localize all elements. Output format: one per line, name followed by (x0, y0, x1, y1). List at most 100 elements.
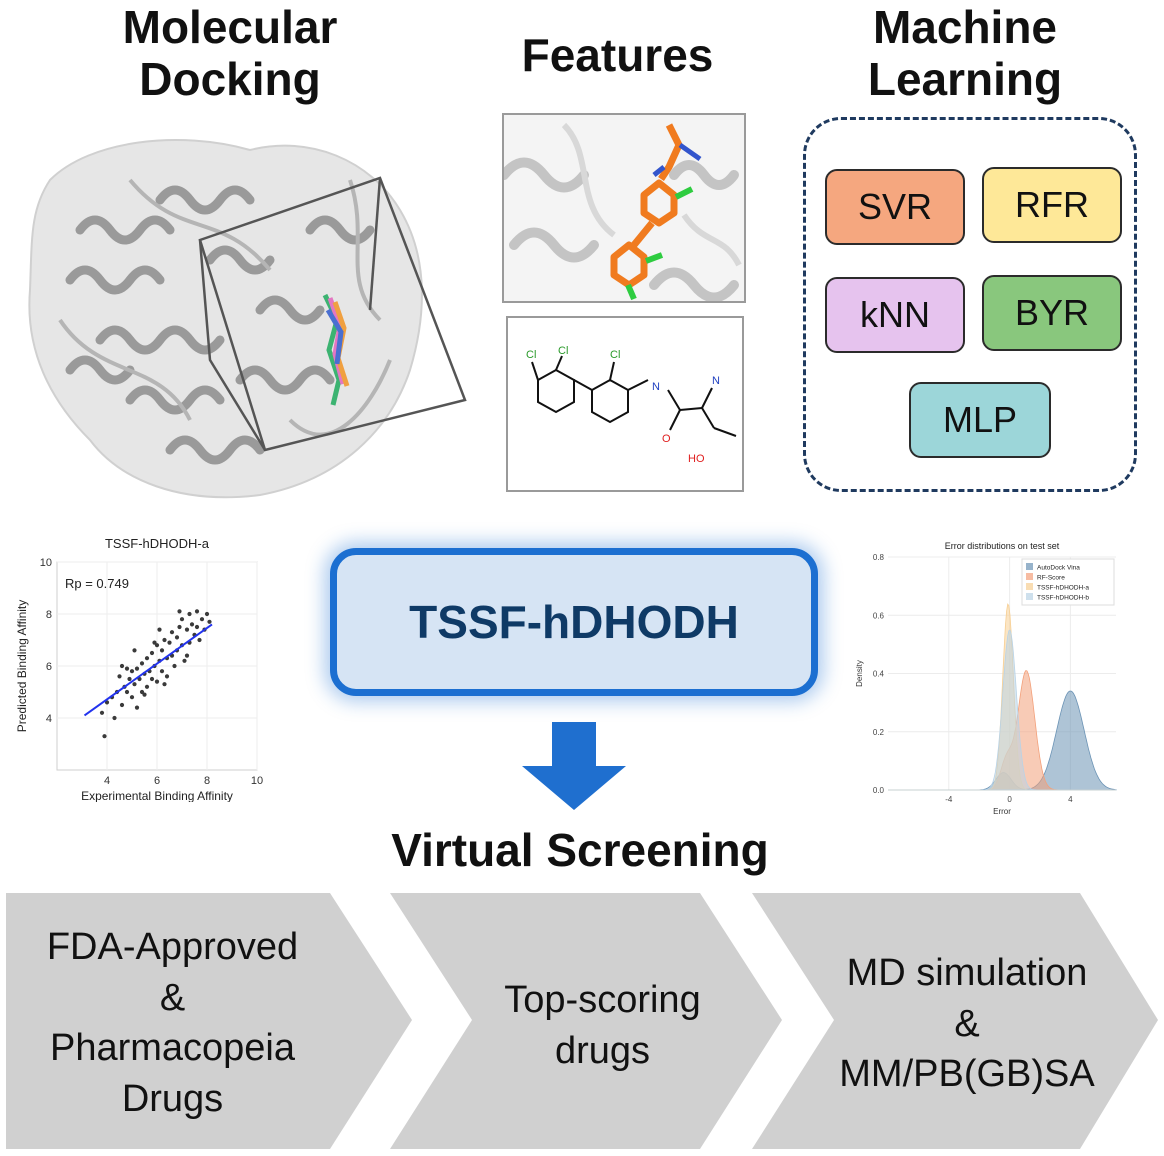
tssf-hdhodh-box: TSSF-hDHODH (330, 548, 818, 696)
cl-label-1: Cl (526, 349, 536, 361)
scatter-point (194, 609, 200, 614)
scatter-point (199, 617, 205, 622)
scatter-point (119, 702, 125, 708)
ml-models-container (803, 117, 1137, 492)
step-1-line-1: FDA-Approved (46, 926, 299, 968)
scatter-point (159, 669, 165, 674)
density-y-tick-label: 0.8 (873, 553, 885, 562)
scatter-x-tick-label: 6 (154, 775, 160, 787)
density-y-tick-label: 0.0 (873, 786, 885, 795)
density-legend-box (1021, 558, 1115, 606)
cl-label-3: Cl (610, 349, 620, 361)
scatter-point (194, 624, 200, 630)
scatter-point (104, 700, 110, 705)
scatter-point (172, 663, 177, 669)
density-x-tick-label: -4 (945, 795, 953, 804)
scatter-point (167, 640, 172, 645)
model-byr: BYR (982, 275, 1122, 351)
scatter-point (157, 627, 162, 632)
scatter-point (139, 661, 145, 666)
o-label: O (662, 433, 671, 445)
scatter-point (187, 611, 192, 617)
ligand-2d-panel: Cl Cl Cl N N O HO (506, 316, 744, 492)
scatter-point (149, 676, 155, 682)
scatter-point (184, 653, 190, 658)
scatter-x-axis-label: Experimental Binding Affinity (81, 789, 233, 802)
protein-docking-image (28, 139, 467, 499)
scatter-point (112, 715, 117, 721)
down-arrow-icon (522, 722, 626, 810)
density-y-tick-label: 0.6 (873, 611, 885, 620)
model-mlp: MLP (909, 382, 1051, 458)
density-x-axis-label: Error (993, 807, 1011, 816)
ligand-3d-panel (502, 113, 746, 303)
scatter-point (132, 648, 137, 653)
scatter-point (117, 674, 122, 679)
scatter-point (204, 611, 210, 617)
density-legend-swatch (1026, 583, 1033, 590)
scatter-point (207, 619, 212, 624)
scatter-point (177, 624, 182, 630)
density-legend-swatch (1026, 573, 1033, 580)
model-knn: kNN (825, 277, 965, 353)
scatter-point (154, 643, 160, 648)
n-label: N (712, 375, 720, 387)
scatter-point (144, 684, 150, 689)
density-title: Error distributions on test set (945, 541, 1060, 551)
density-x-tick-label: 0 (1007, 795, 1012, 804)
scatter-point (174, 635, 180, 640)
scatter-annotation: Rp = 0.749 (65, 576, 129, 591)
scatter-point (142, 692, 147, 697)
scatter-y-tick-label: 6 (46, 661, 52, 673)
scatter-x-tick-label: 4 (104, 775, 110, 787)
density-x-tick-label: 4 (1068, 795, 1073, 804)
nh-label: N (652, 381, 660, 393)
scatter-point (127, 676, 132, 682)
scatter-point (102, 734, 107, 739)
scatter-point (99, 710, 105, 715)
scatter-point (134, 705, 140, 710)
step-1-line-2: & (159, 976, 186, 1019)
pipeline-chevrons (6, 893, 1158, 1149)
density-legend-label: RF-Score (1037, 575, 1065, 582)
density-legend-swatch (1026, 563, 1033, 570)
scatter-point (132, 682, 137, 687)
machine-learning-heading: Machine Learning (867, 1, 1063, 105)
scatter-point (129, 695, 135, 700)
step-3-line-1: MD simulation (846, 952, 1088, 994)
step-1-line-3: Pharmacopeia (49, 1027, 296, 1070)
step-1-line-4: Drugs (121, 1077, 224, 1120)
step-3-text: MD simulation & MM/PB(GB)SA (812, 948, 1122, 1100)
scatter-point (162, 637, 167, 643)
scatter-point (154, 679, 160, 684)
scatter-point (134, 666, 140, 671)
model-rfr: RFR (982, 167, 1122, 243)
scatter-point (139, 689, 145, 695)
density-series-area (888, 629, 1116, 791)
scatter-y-tick-label: 10 (40, 557, 52, 569)
chevron-step-3 (752, 893, 1158, 1149)
scatter-point (162, 682, 167, 687)
scatter-fit-line (83, 623, 213, 717)
step-2-line-2: drugs (554, 1029, 651, 1072)
scatter-point (169, 630, 175, 635)
scatter-point (182, 658, 187, 663)
ligand-3d-image (504, 115, 744, 301)
scatter-x-tick-label: 8 (204, 775, 210, 787)
chevron-step-1 (6, 893, 412, 1149)
scatter-point (124, 689, 130, 695)
features-heading: Features (521, 29, 714, 81)
scatter-point (164, 674, 170, 679)
density-legend-label: AutoDock Vina (1037, 565, 1080, 572)
scatter-point (177, 609, 182, 614)
scatter-point (144, 656, 150, 661)
density-y-tick-label: 0.4 (873, 670, 885, 679)
scatter-point (152, 640, 157, 645)
step-2-text: Top-scoring drugs (470, 975, 735, 1076)
model-svr: SVR (825, 169, 965, 245)
step-3-line-2: & (954, 1002, 980, 1045)
density-y-tick-label: 0.2 (873, 728, 885, 737)
scatter-point (129, 669, 135, 674)
density-legend-label: TSSF-hDHODH-a (1037, 585, 1089, 592)
